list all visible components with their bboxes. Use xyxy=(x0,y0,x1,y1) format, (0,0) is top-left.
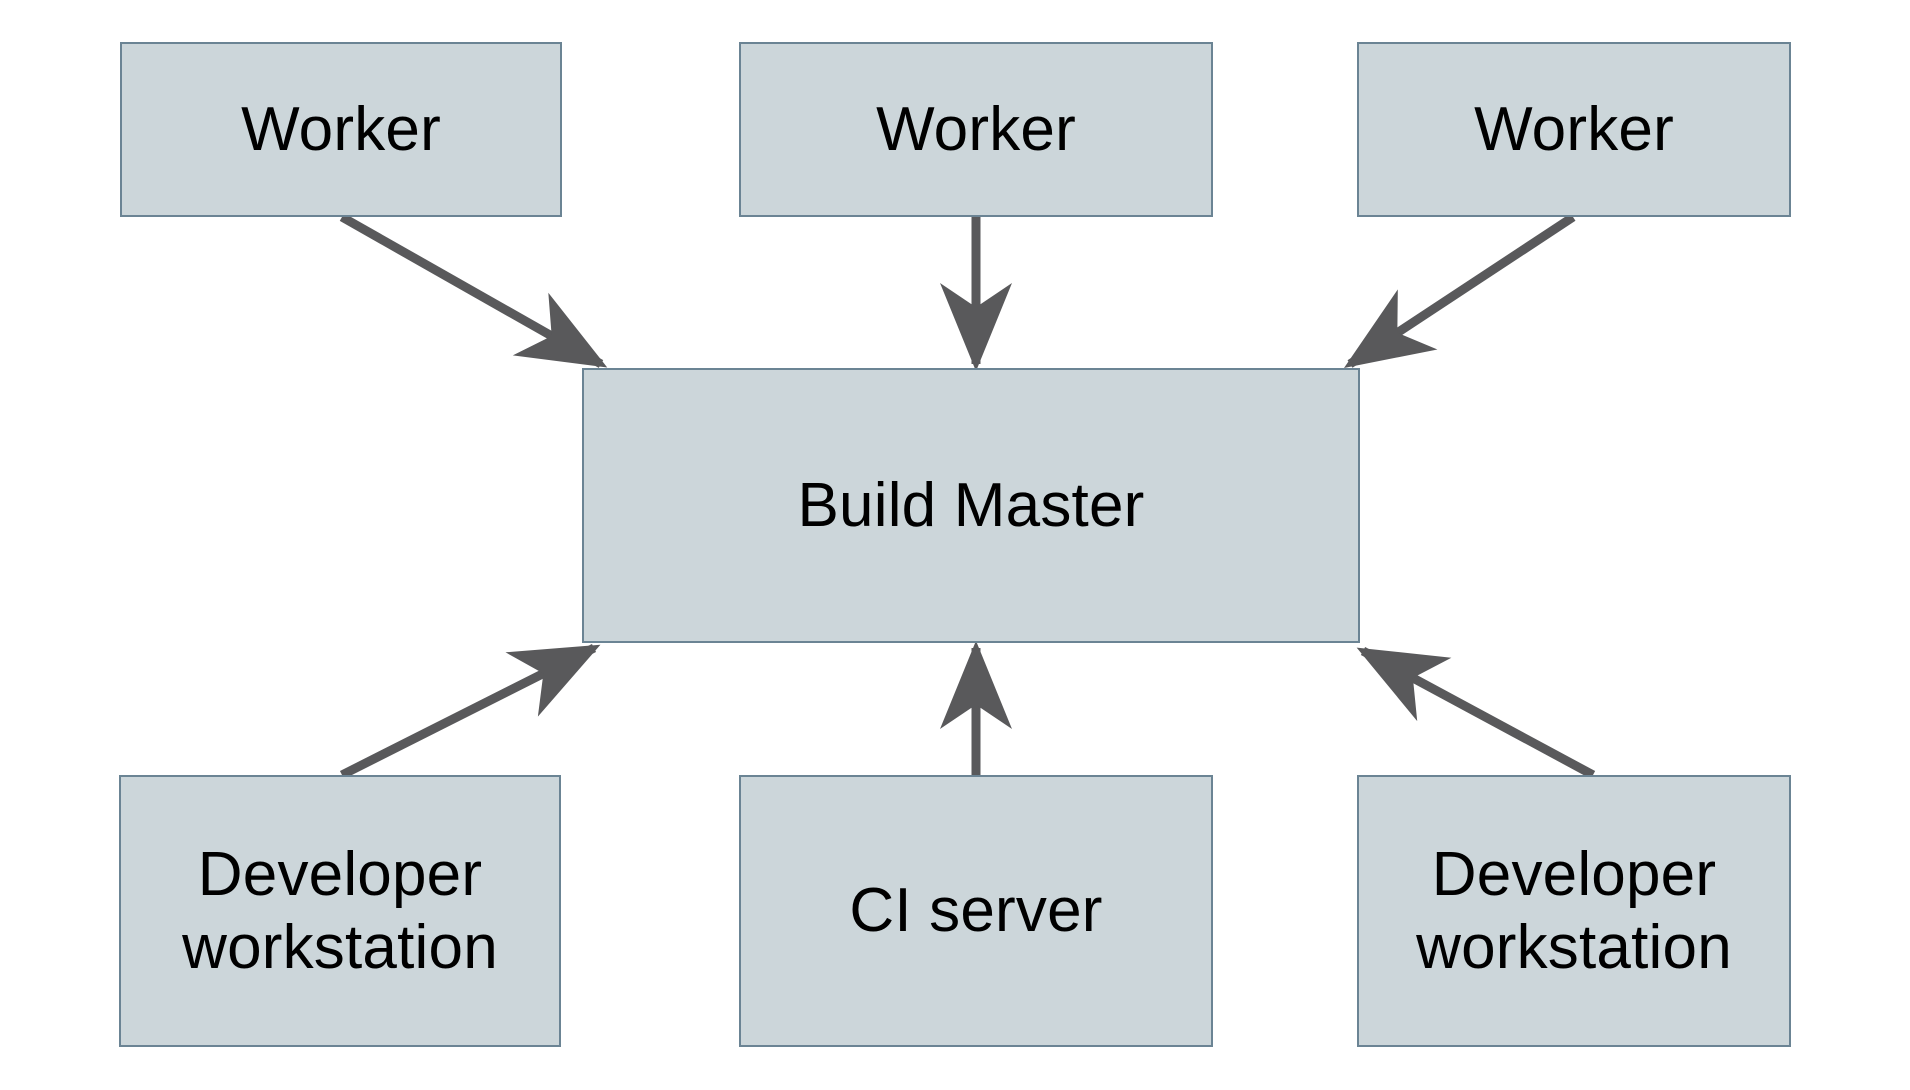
node-label-dev-ws-right: Developer workstation xyxy=(1416,839,1732,982)
node-label-build-master: Build Master xyxy=(797,470,1145,540)
node-worker-right[interactable]: Worker xyxy=(1357,42,1791,217)
node-label-worker-left: Worker xyxy=(241,94,441,164)
node-build-master[interactable]: Build Master xyxy=(582,368,1360,643)
node-label-dev-ws-left: Developer workstation xyxy=(182,839,498,982)
node-dev-ws-right[interactable]: Developer workstation xyxy=(1357,775,1791,1047)
node-label-worker-middle: Worker xyxy=(876,94,1076,164)
node-worker-middle[interactable]: Worker xyxy=(739,42,1213,217)
edge-worker-right-to-master xyxy=(1343,213,1576,368)
node-ci-server[interactable]: CI server xyxy=(739,775,1213,1047)
edge-dev-ws-right-to-master xyxy=(1356,647,1596,779)
node-worker-left[interactable]: Worker xyxy=(120,42,562,217)
node-label-worker-right: Worker xyxy=(1474,94,1674,164)
edge-worker-left-to-master xyxy=(339,213,608,368)
edge-dev-ws-left-to-master xyxy=(339,643,601,780)
node-dev-ws-left[interactable]: Developer workstation xyxy=(119,775,561,1047)
node-label-ci-server: CI server xyxy=(849,876,1103,946)
